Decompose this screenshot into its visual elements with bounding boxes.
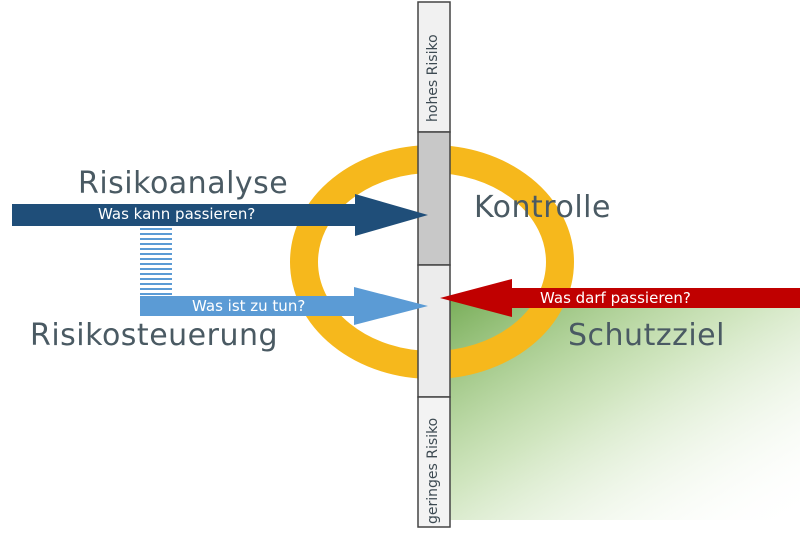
low-risk-label: geringes Risiko [425, 417, 441, 524]
risk-control-label: Risikosteuerung [30, 318, 279, 353]
what-can-happen-text: Was kann passieren? [98, 205, 256, 223]
risk-analysis-label: Risikoanalyse [78, 166, 289, 201]
scale-top-segment [417, 1, 451, 133]
protection-zone-gradient [440, 300, 800, 520]
what-may-happen-text: Was darf passieren? [540, 289, 691, 307]
striped-connector [140, 228, 172, 295]
scale-low-segment [417, 264, 451, 398]
goal-arrow [440, 279, 800, 317]
what-to-do-text: Was ist zu tun? [192, 297, 306, 315]
scale-mid-segment [417, 131, 451, 266]
control-label: Kontrolle [474, 190, 611, 225]
control-arrow [140, 287, 428, 325]
scale-bottom-segment [417, 396, 451, 528]
high-risk-label: hohes Risiko [425, 34, 441, 122]
protection-goal-label: Schutzziel [568, 318, 725, 353]
analysis-arrow [12, 194, 428, 236]
